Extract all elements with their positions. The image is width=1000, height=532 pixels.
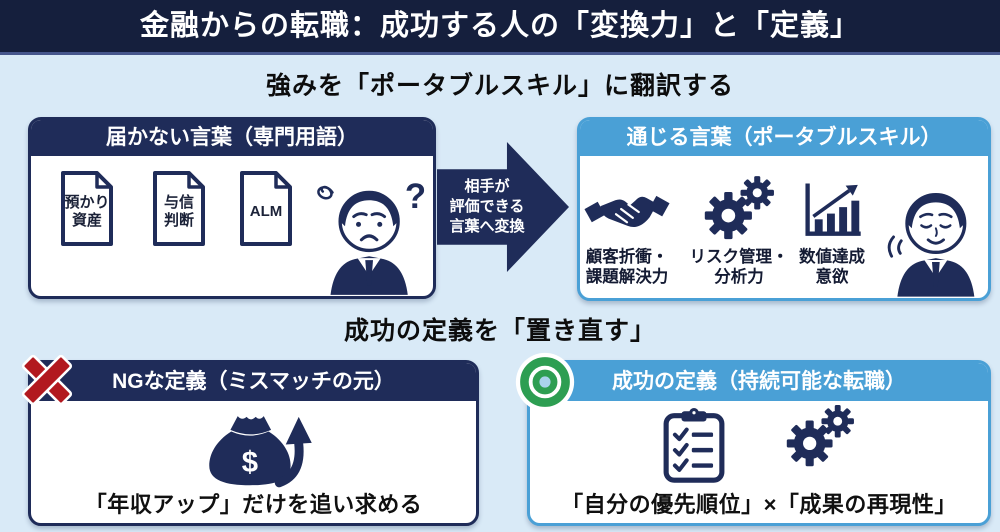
ng-definition-box-header: NGな定義（ミスマッチの元） <box>31 363 476 401</box>
ng-definition-box: NGな定義（ミスマッチの元） $ 「年収アップ」だけを追い求める <box>28 360 479 526</box>
jargon-box-body: 預かり 資産 与信 判断 ALM ? <box>31 156 433 296</box>
confident-businessman-icon <box>882 175 982 297</box>
bar-chart-icon <box>799 164 865 240</box>
dollar-symbol: $ <box>241 446 257 479</box>
conversion-arrow: 相手が 評価できる 言葉へ変換 <box>437 142 569 272</box>
jargon-box: 届かない言葉（専門用語） 預かり 資産 与信 判断 <box>28 117 436 299</box>
portable-skills-box: 通じる言葉（ポータブルスキル） <box>577 117 991 301</box>
success-definition-box: 成功の定義（持続可能な転職） <box>527 360 991 526</box>
handshake-icon <box>583 164 671 240</box>
skill-item: リスク管理・ 分析力 <box>689 164 789 287</box>
x-mark-icon <box>21 354 73 406</box>
confused-businessman-icon: ? <box>317 173 429 295</box>
section-redefine-title: 成功の定義を「置き直す」 <box>343 317 656 345</box>
document-label: 与信 判断 <box>163 193 194 229</box>
section-translate-title: 強みを「ポータブルスキル」に翻訳する <box>265 72 734 100</box>
conversion-arrow-label: 相手が 評価できる 言葉へ変換 <box>449 178 525 235</box>
document-outline-icon <box>61 171 113 246</box>
gears-icon <box>786 405 854 467</box>
document-icon: ALM <box>237 170 295 247</box>
checklist-clipboard-icon <box>663 407 725 483</box>
question-mark: ? <box>405 178 426 216</box>
skill-label: 顧客折衝・ 課題解決力 <box>585 248 669 287</box>
jargon-box-header: 届かない言葉（専門用語） <box>31 120 433 156</box>
document-outline-icon <box>240 171 292 246</box>
skill-item: 顧客折衝・ 課題解決力 <box>580 164 677 287</box>
money-bag-up-arrow-icon: $ <box>208 416 312 488</box>
document-outline-icon <box>153 171 205 246</box>
document-label: ALM <box>249 202 283 220</box>
success-definition-caption: 「自分の優先順位」×「成果の再現性」 <box>561 492 957 517</box>
success-definition-box-body: 「自分の優先順位」×「成果の再現性」 <box>530 401 988 523</box>
portable-skills-box-body: 顧客折衝・ 課題解決力 <box>580 156 988 298</box>
portable-skills-box-header: 通じる言葉（ポータブルスキル） <box>580 120 988 156</box>
skill-label: 数値達成 意欲 <box>799 248 865 287</box>
success-definition-box-header: 成功の定義（持続可能な転職） <box>530 363 988 401</box>
document-label: 預かり 資産 <box>64 193 110 229</box>
document-icon: 預かり 資産 <box>58 170 116 247</box>
page-title: 金融からの転職：成功する人の「変換力」と「定義」 <box>139 10 860 42</box>
skill-label: リスク管理・ 分析力 <box>689 248 789 287</box>
skill-item: 数値達成 意欲 <box>782 164 882 287</box>
confused-businessman-icon: ? <box>317 178 426 295</box>
gears-icon <box>701 164 777 240</box>
document-icon: 与信 判断 <box>150 170 208 247</box>
ng-definition-caption: 「年収アップ」だけを追い求める <box>84 492 423 517</box>
double-circle-mark-icon <box>515 352 575 412</box>
confident-businessman-icon <box>887 192 975 297</box>
ng-definition-box-body: $ 「年収アップ」だけを追い求める <box>31 401 476 523</box>
page-title-bar: 金融からの転職：成功する人の「変換力」と「定義」 <box>0 0 1000 55</box>
